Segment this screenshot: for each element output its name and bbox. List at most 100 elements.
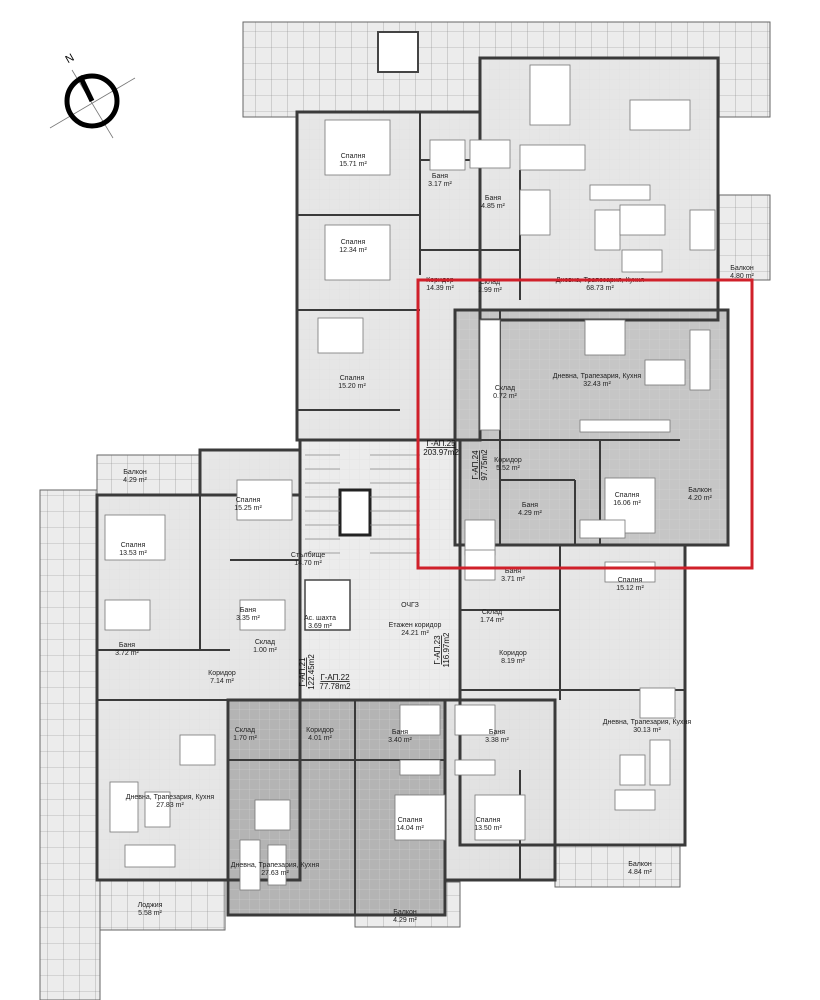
furniture-item — [104, 599, 151, 631]
room-label: ОЧГЗ — [401, 602, 419, 609]
furniture-item — [254, 799, 291, 831]
highlighted-apartment-frame — [416, 278, 754, 570]
furniture-item — [109, 781, 139, 833]
room-area: 15.20 m² — [338, 383, 366, 390]
room-area: 4.01 m² — [308, 735, 332, 742]
furniture-item — [474, 794, 526, 841]
room-name: ОЧГЗ — [401, 602, 419, 609]
north-label: N — [64, 52, 77, 66]
room-area: 3.17 m² — [428, 181, 452, 188]
room-area: 1.00 m² — [253, 647, 277, 654]
apartment-code: Г-АП.25 — [426, 439, 456, 448]
room-area: 14.39 m² — [426, 285, 454, 292]
room-area: 5.58 m² — [138, 910, 162, 917]
room-name: Коридор — [306, 727, 334, 734]
furniture — [104, 64, 716, 891]
room-area: 13.50 m² — [474, 825, 502, 832]
room-name: Баня — [119, 642, 135, 649]
apartment-code: Г-АП.22 — [320, 673, 350, 682]
room-name: Спалня — [340, 375, 365, 382]
furniture-item — [324, 119, 391, 176]
furniture-item — [239, 599, 286, 631]
room-area: 4.29 m² — [393, 917, 417, 924]
room-name: Коридор — [494, 457, 522, 464]
room-name: Етажен коридор — [389, 622, 442, 629]
furniture-item — [469, 139, 511, 169]
furniture-item — [614, 789, 656, 811]
room-name: Баня — [485, 195, 501, 202]
room-name: Балкон — [688, 487, 712, 494]
furniture-item — [689, 209, 716, 251]
elevator — [304, 579, 351, 631]
room-area: 2.99 m² — [478, 287, 502, 294]
furniture-item — [479, 319, 501, 431]
room-name: Баня — [432, 173, 448, 180]
room-area: 3.38 m² — [485, 737, 509, 744]
balcony — [554, 844, 681, 888]
room-area: 24.21 m² — [401, 630, 429, 637]
room-name: Дневна, Трапезария, Кухня — [126, 794, 215, 801]
room-area: 8.19 m² — [501, 658, 525, 665]
furniture-item — [124, 844, 176, 868]
room-name: Баня — [522, 502, 538, 509]
room-area: 3.71 m² — [501, 576, 525, 583]
room-area: 15.12 m² — [616, 585, 644, 592]
apartment-code: Г-АП.24 — [471, 450, 480, 480]
room-name: Баня — [240, 607, 256, 614]
room-name: Спалня — [121, 542, 146, 549]
furniture-item — [519, 144, 586, 171]
terraces — [39, 21, 771, 1000]
furniture-item — [589, 184, 651, 201]
apartment-area: 122.45m2 — [307, 654, 316, 690]
north-arrow-icon: N — [49, 52, 136, 139]
room-name: Баня — [392, 729, 408, 736]
apartment-code: Г-АП.21 — [298, 657, 307, 687]
furniture-item — [394, 794, 446, 841]
room-area: 3.35 m² — [236, 615, 260, 622]
furniture-item — [104, 514, 166, 561]
furniture-item — [454, 759, 496, 776]
room-name: Склад — [480, 279, 500, 286]
furniture-item — [639, 687, 676, 719]
furniture-item — [584, 319, 626, 356]
room-area: 27.63 m² — [261, 870, 289, 877]
apartment-area: 77.78m2 — [319, 682, 351, 691]
furniture-item — [239, 839, 261, 891]
room-area: 12.34 m² — [339, 247, 367, 254]
furniture-item — [529, 64, 571, 126]
furniture-item — [644, 359, 686, 386]
room-name: Коридор — [208, 670, 236, 677]
apartment-area: 97.75m2 — [480, 449, 489, 481]
room-area: 15.25 m² — [234, 505, 262, 512]
room-name: Стълбище — [291, 551, 325, 559]
room-name: Дневна, Трапезария, Кухня — [231, 862, 320, 869]
furniture-item — [267, 844, 287, 886]
room-name: Спалня — [236, 497, 261, 504]
room-area: 4.85 m² — [481, 203, 505, 210]
